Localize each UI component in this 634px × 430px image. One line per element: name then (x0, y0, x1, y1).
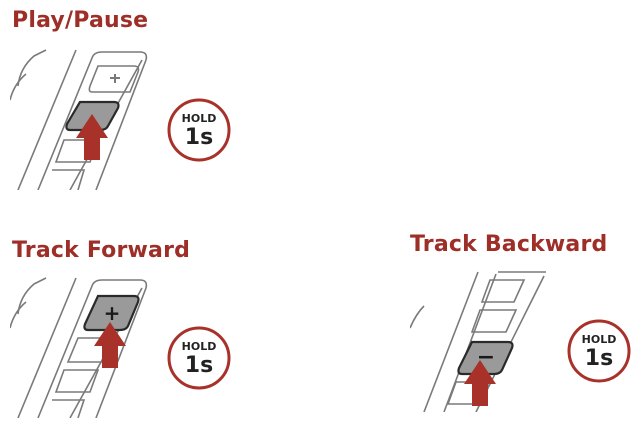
track-backward-title: Track Backward (410, 232, 608, 257)
plus-symbol: + (104, 301, 121, 325)
track-backward-device-illustration: − (410, 270, 552, 412)
track-forward-device-illustration: + (10, 276, 152, 418)
device-body-svg: − (410, 271, 546, 412)
pointing-arrow-icon (76, 114, 108, 160)
device-body-svg (10, 49, 148, 190)
pointing-arrow-icon (464, 360, 496, 406)
badge-hold-label: HOLD (582, 333, 617, 346)
pointing-arrow-icon (94, 322, 126, 368)
badge-duration-label: 1s (585, 346, 613, 371)
badge-duration-label: 1s (185, 353, 213, 378)
badge-ring (167, 326, 231, 390)
badge-hold-label: HOLD (182, 112, 217, 125)
play-pause-title: Play/Pause (12, 8, 149, 33)
play-pause-device-illustration (10, 48, 152, 190)
badge-duration-label: 1s (185, 125, 213, 150)
minus-button (457, 340, 514, 376)
hold-duration-badge: HOLD 1s (166, 325, 232, 391)
plus-button (83, 294, 140, 332)
badge-ring (567, 319, 631, 383)
track-forward-title: Track Forward (12, 238, 191, 263)
badge-hold-label: HOLD (182, 340, 217, 353)
badge-ring (167, 98, 231, 162)
hold-duration-badge: HOLD 1s (166, 97, 232, 163)
hold-duration-badge: HOLD 1s (566, 318, 632, 384)
device-body-svg: + (10, 277, 148, 418)
